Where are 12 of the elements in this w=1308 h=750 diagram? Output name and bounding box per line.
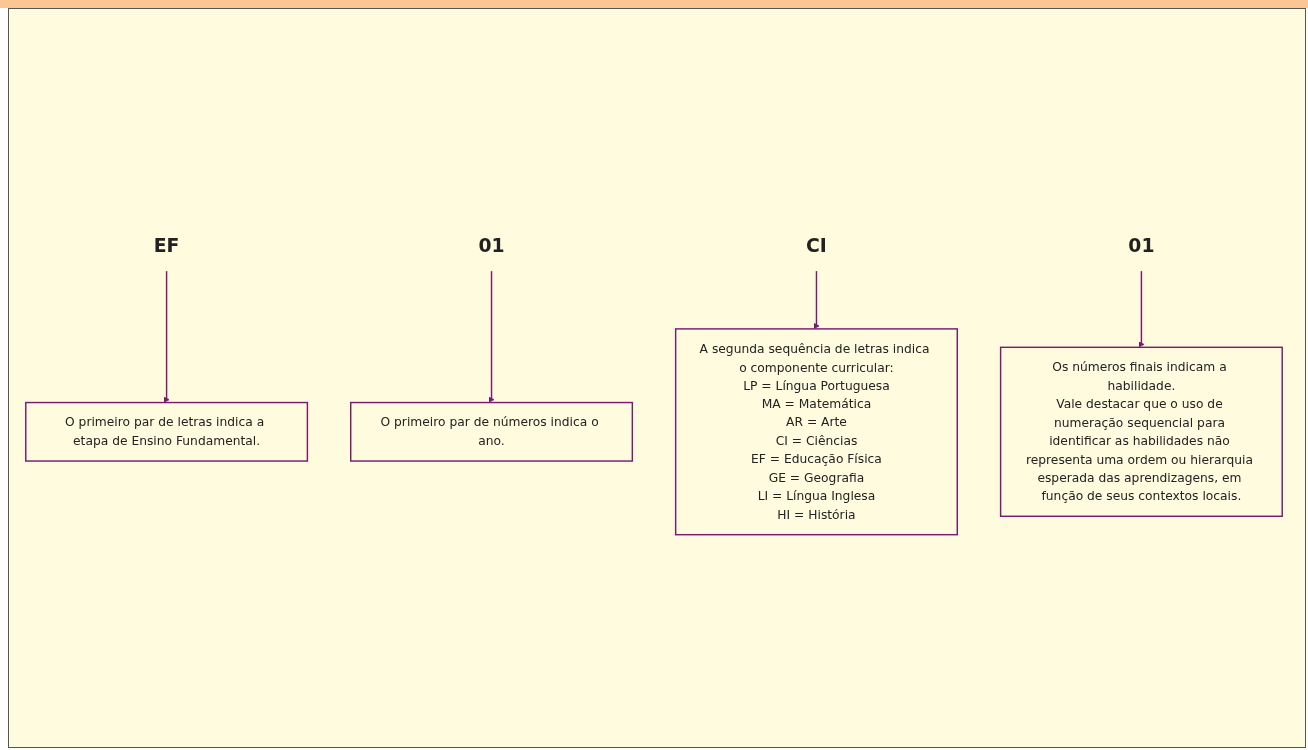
node-text: EF bbox=[153, 235, 180, 257]
node-box: O primeiro par de letras indica a etapa de Ensino Fundamental. bbox=[25, 401, 309, 462]
arrow bbox=[813, 270, 820, 330]
node-box: O primeiro par de números indica o ano. bbox=[350, 401, 634, 462]
node-box: A segunda sequência de letras indica o componente curricular: LP = Língua Portuguesa MA = Matemática AR = Arte CI = Ciências EF = Educação Física GE = Geografia LI = Língua Inglesa HI = História bbox=[674, 328, 958, 536]
node-text: 01 bbox=[1128, 235, 1155, 257]
node-text: CI bbox=[806, 235, 827, 257]
node-text: 01 bbox=[478, 235, 505, 257]
node-box: Os números finais indicam a habilidade. Vale destacar que o uso de numeração sequencial para identificar as habilidades não representa uma ordem ou hierarquia esperada das aprendizagens, em função de seus contextos locais. bbox=[999, 346, 1283, 517]
arrow bbox=[163, 270, 170, 403]
arrow bbox=[1138, 270, 1145, 348]
arrow bbox=[488, 270, 495, 403]
